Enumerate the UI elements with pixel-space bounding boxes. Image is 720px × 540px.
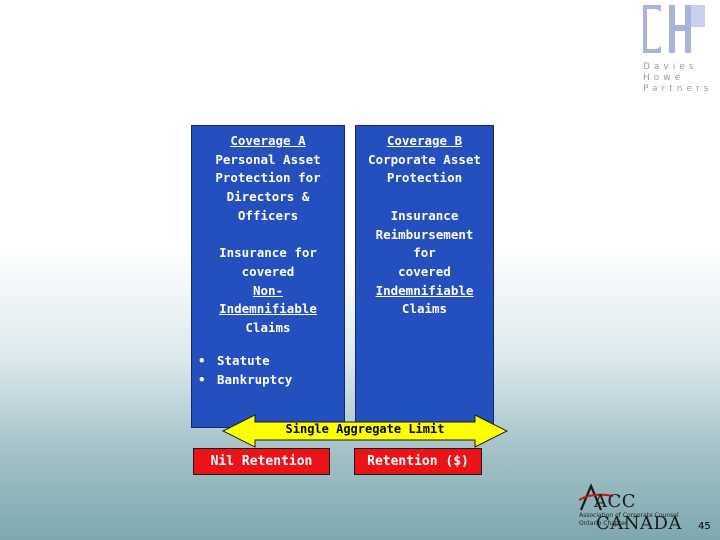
- bullet-item: • Bankruptcy: [192, 371, 292, 390]
- acc-subtitle-line: Ontario Chapter: [579, 520, 628, 527]
- coverage-a-subtitle-line: Directors &: [226, 189, 310, 205]
- bullet-item: • Statute: [192, 352, 292, 371]
- coverage-a-body-line: Claims: [245, 320, 291, 336]
- acc-prefix: ACC: [594, 491, 637, 512]
- coverage-b-body-line: Insurance: [390, 207, 459, 223]
- bullet-icon: •: [198, 353, 206, 368]
- coverage-b-box: Coverage B Corporate Asset Protection In…: [355, 125, 494, 428]
- coverage-b-subtitle-line: Protection: [386, 170, 463, 186]
- coverage-b-body-line: Claims: [401, 301, 448, 317]
- acc-canada-logo-mark: [579, 483, 614, 511]
- coverage-b-body-line: Reimbursement: [375, 226, 474, 242]
- acc-subtitle-line: Association of Corporate Counsel: [579, 512, 679, 519]
- bullet-icon: •: [198, 371, 206, 387]
- davies-howe-partners-wordmark: Davies Howe Partners: [643, 62, 719, 95]
- coverage-b-body-line: covered: [398, 263, 451, 279]
- coverage-a-bullets: • Statute • Bankruptcy: [192, 352, 292, 389]
- coverage-b-text: Coverage B Corporate Asset Protection In…: [356, 132, 493, 319]
- coverage-a-body-underlined: Non-: [252, 282, 284, 298]
- coverage-a-text: Coverage A Personal Asset Protection for…: [192, 132, 344, 338]
- page-number: 45: [698, 521, 711, 532]
- coverage-b-title: Coverage B: [386, 133, 463, 148]
- acc-subtitle: Association of Corporate Counsel Ontario…: [579, 512, 699, 528]
- nil-retention-box: Nil Retention: [193, 448, 330, 475]
- coverage-a-subtitle-line: Personal Asset: [215, 151, 321, 167]
- coverage-b-subtitle-line: Corporate Asset: [368, 151, 481, 167]
- coverage-a-subtitle-line: Protection for: [215, 170, 321, 186]
- logo-line-partners: Partners: [643, 84, 713, 94]
- acc-canada-name: CANADA: [596, 513, 682, 534]
- logo-line-davies: Davies: [643, 62, 698, 72]
- retention-amount-box: Retention ($): [354, 448, 482, 475]
- coverage-a-title: Coverage A: [230, 133, 306, 148]
- coverage-b-body-underlined: Indemnifiable: [375, 282, 474, 298]
- logo-line-howe: Howe: [643, 73, 685, 83]
- coverage-a-subtitle-line: Officers: [237, 207, 299, 223]
- coverage-a-body-line: covered: [241, 263, 295, 279]
- coverage-a-body-line: Insurance for: [219, 245, 317, 261]
- acc-canada-wordmark: ACC CANADA: [594, 491, 720, 535]
- davies-howe-partners-logo: [643, 5, 705, 53]
- coverage-a-body-underlined: Indemnifiable: [219, 301, 317, 317]
- bullet-label: Statute: [217, 353, 270, 368]
- coverage-b-body-line: for: [413, 245, 436, 261]
- single-aggregate-limit-label: Single Aggregate Limit: [285, 422, 445, 436]
- bullet-label: Bankruptcy: [217, 371, 293, 387]
- single-aggregate-limit-arrow: [222, 414, 508, 448]
- coverage-a-box: Coverage A Personal Asset Protection for…: [191, 125, 345, 428]
